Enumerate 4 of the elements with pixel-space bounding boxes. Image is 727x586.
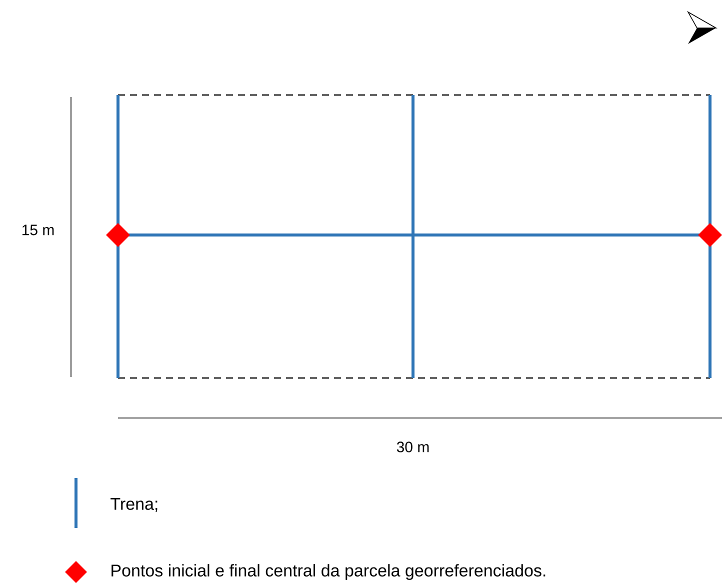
dimension-label: 30 m: [396, 442, 429, 452]
legend-text: Pontos inicial e final central da parcela georreferenciados.: [112, 564, 546, 580]
legend-text: Trena;: [110, 498, 158, 512]
dimension-label: 15 m: [22, 224, 54, 236]
